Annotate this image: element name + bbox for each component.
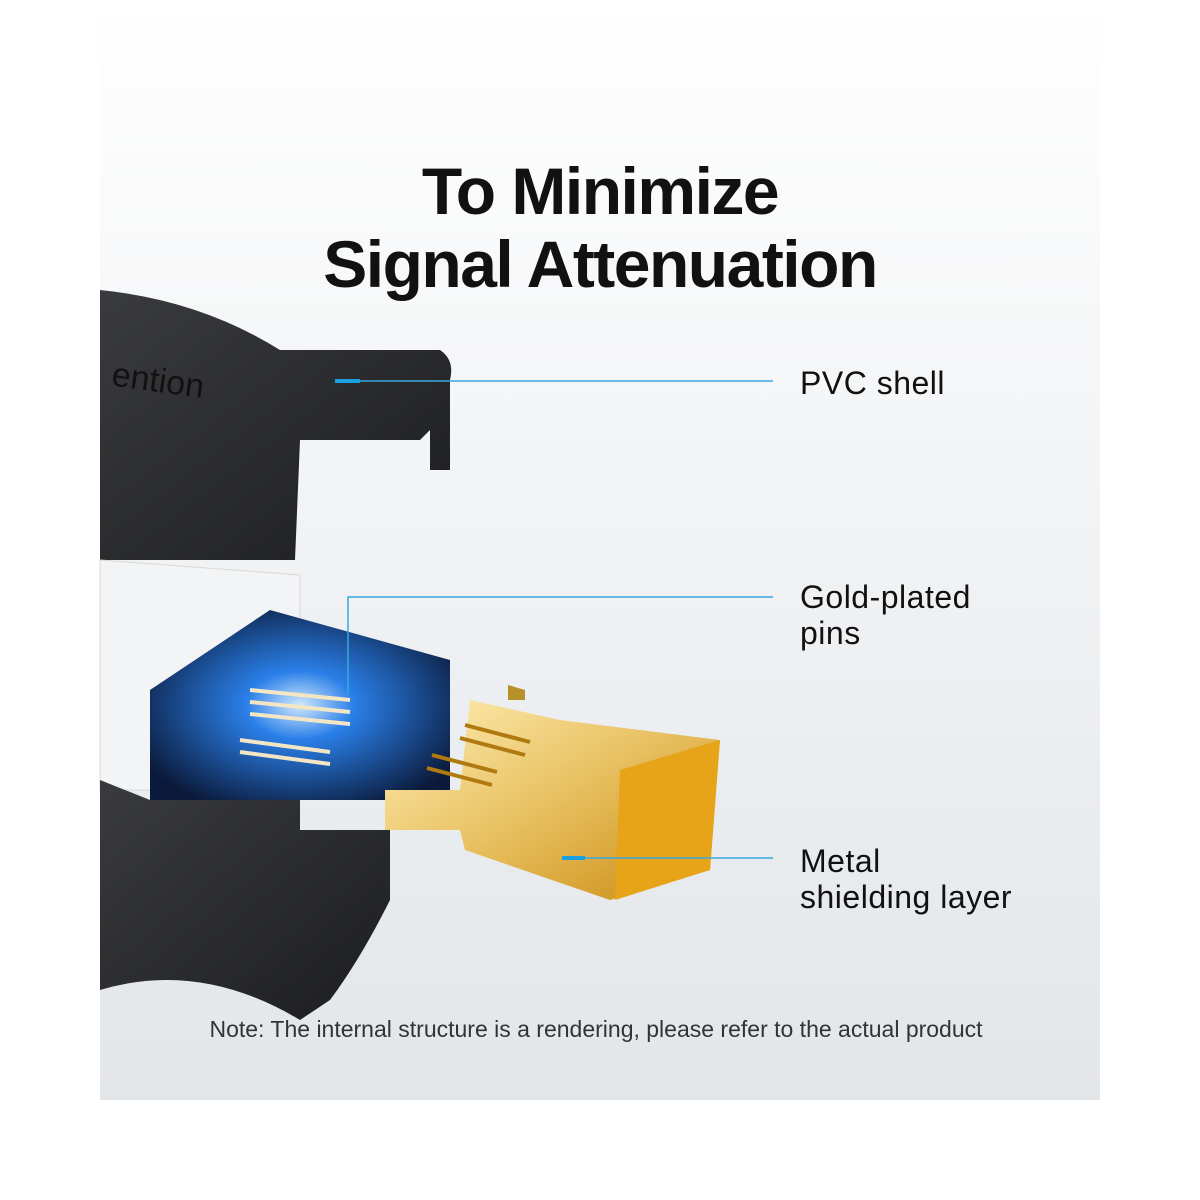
pvc-marker (335, 379, 360, 383)
metal-marker (562, 856, 585, 860)
callout-text: PVC shell (800, 365, 945, 401)
gold-tab (508, 685, 525, 700)
callout-gold-pins: Gold-plated pins (800, 579, 971, 651)
internal-pins (239, 688, 351, 766)
callout-text: Metal (800, 843, 881, 879)
gold-plug-opening (615, 740, 720, 900)
disclaimer-note: Note: The internal structure is a render… (209, 1016, 983, 1042)
pvc-shell-bottom (100, 780, 390, 1020)
pins-leader-line (347, 596, 773, 695)
title-line-1: To Minimize (421, 154, 780, 228)
pvc-shell-top (100, 290, 452, 560)
gold-plug-slots (426, 723, 531, 787)
callout-metal-shielding: Metal shielding layer (800, 843, 1012, 915)
callout-text: shielding layer (800, 879, 1013, 915)
title-line-2: Signal Attenuation (323, 227, 878, 301)
callout-text: Gold-plated (800, 579, 971, 615)
callout-pvc-shell: PVC shell (800, 365, 945, 401)
callout-text: pins (800, 615, 861, 651)
